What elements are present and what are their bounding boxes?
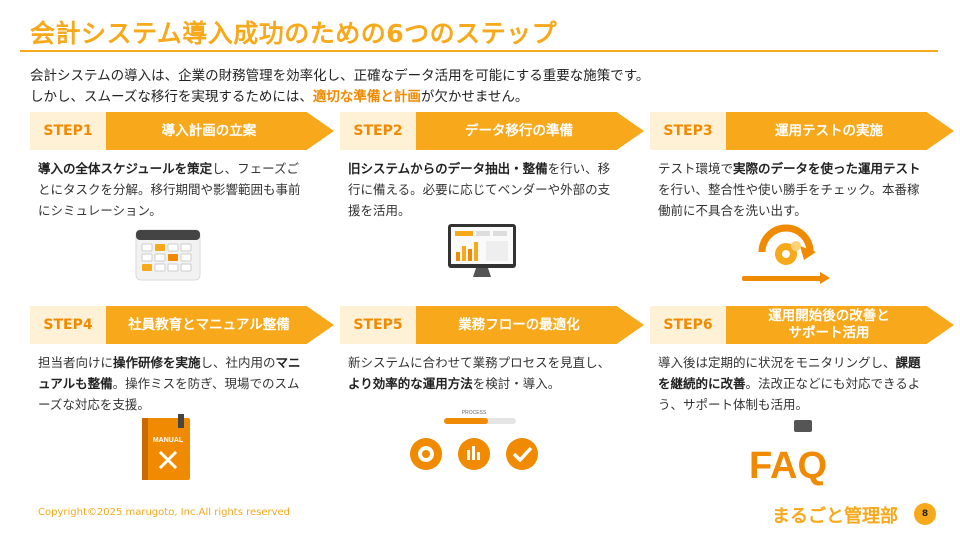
manual-label: MANUAL bbox=[153, 437, 184, 444]
step-tag: STEP3 bbox=[650, 112, 726, 150]
faq-label: FAQ bbox=[749, 445, 827, 487]
step-card-4: STEP4 社員教育とマニュアル整備 担当者向けに操作研修を実施し、社内用のマニ… bbox=[30, 306, 334, 412]
desc-segment: し、社内用の bbox=[200, 355, 276, 370]
step-description: 導入後は定期的に状況をモニタリングし、課題を継続的に改善。法改正などにも対応でき… bbox=[658, 352, 930, 415]
gear-cycle-icon bbox=[742, 224, 830, 284]
desc-segment: 課題を継続的に改善 bbox=[658, 355, 921, 391]
step-description: 新システムに合わせて業務プロセスを見直し、より効率的な運用方法を検討・導入。 bbox=[348, 352, 620, 394]
intro-line-1: 会計システムの導入は、企業の財務管理を効率化し、正確なデータ活用を可能にする重要… bbox=[30, 68, 650, 84]
desc-segment: 。法改正などにも対応できるよう、サポート体制も活用。 bbox=[658, 376, 921, 412]
desc-segment: 旧システムからのデータ抽出・整備 bbox=[348, 161, 548, 176]
step-banner: STEP3 運用テストの実施 bbox=[650, 112, 954, 150]
step-description: 導入の全体スケジュールを策定し、フェーズごとにタスクを分解。移行期間や影響範囲も… bbox=[38, 158, 310, 221]
intro-line-2-pre: しかし、スムーズな移行を実現するためには、 bbox=[30, 89, 313, 105]
step-title: データ移行の準備 bbox=[416, 112, 644, 150]
page-number: 8 bbox=[914, 503, 936, 525]
desc-segment: マニュアルも整備 bbox=[38, 355, 301, 391]
step-banner: STEP1 導入計画の立案 bbox=[30, 112, 334, 150]
step-tag: STEP4 bbox=[30, 306, 106, 344]
desc-segment: を行い、整合性や使い勝手をチェック。本番稼働前に不具合を洗い出す。 bbox=[658, 182, 920, 218]
calendar-icon bbox=[135, 229, 201, 281]
step-card-5: STEP5 業務フローの最適化 新システムに合わせて業務プロセスを見直し、より効… bbox=[340, 306, 644, 391]
step-title: 運用テストの実施 bbox=[726, 112, 954, 150]
step-description: 担当者向けに操作研修を実施し、社内用のマニュアルも整備。操作ミスを防ぎ、現場での… bbox=[38, 352, 310, 415]
desc-segment: 実際のデータを使った運用テスト bbox=[733, 161, 921, 176]
monitor-dashboard-icon bbox=[448, 224, 516, 277]
step-card-3: STEP3 運用テストの実施 テスト環境で実際のデータを使った運用テストを行い、… bbox=[650, 112, 954, 218]
process-label: PROCESS bbox=[462, 410, 487, 416]
desc-segment: 操作研修を実施 bbox=[113, 355, 201, 370]
desc-segment: 新システムに合わせて業務プロセスを見直し、 bbox=[348, 355, 611, 370]
step-title: 導入計画の立案 bbox=[106, 112, 334, 150]
intro-highlight: 適切な準備と計画 bbox=[312, 89, 421, 105]
step-card-6: STEP6 運用開始後の改善とサポート活用 導入後は定期的に状況をモニタリングし… bbox=[650, 306, 954, 412]
step-tag: STEP1 bbox=[30, 112, 106, 150]
desc-segment: 担当者向けに bbox=[38, 355, 114, 370]
desc-segment: 。操作ミスを防ぎ、現場でのスムーズな対応を支援。 bbox=[38, 376, 300, 412]
step-description: 旧システムからのデータ抽出・整備を行い、移行に備える。必要に応じてベンダーや外部… bbox=[348, 158, 620, 221]
intro-line-2-post: が欠かせません。 bbox=[420, 89, 529, 105]
desc-segment: し、フェーズごとにタスクを分解。移行期間や影響範囲も事前にシミュレーション。 bbox=[38, 161, 301, 218]
intro-line-2: しかし、スムーズな移行を実現するためには、適切な準備と計画が欠かせません。 bbox=[30, 87, 649, 108]
process-gears-icon: PROCESS bbox=[410, 410, 538, 470]
desc-segment: より効率的な運用方法 bbox=[348, 376, 473, 391]
step-card-2: STEP2 データ移行の準備 旧システムからのデータ抽出・整備を行い、移行に備え… bbox=[340, 112, 644, 218]
desc-segment: 導入の全体スケジュールを策定 bbox=[38, 161, 213, 176]
step-title: 運用開始後の改善とサポート活用 bbox=[726, 306, 954, 344]
step-tag: STEP5 bbox=[340, 306, 416, 344]
step-tag: STEP2 bbox=[340, 112, 416, 150]
step-title: 社員教育とマニュアル整備 bbox=[106, 306, 334, 344]
desc-segment: を検討・導入。 bbox=[472, 376, 561, 391]
step-banner: STEP4 社員教育とマニュアル整備 bbox=[30, 306, 334, 344]
title-rule bbox=[20, 50, 938, 52]
copyright: Copyright©2025 marugoto, Inc.All rights … bbox=[38, 507, 291, 518]
desc-segment: 導入後は定期的に状況をモニタリングし、 bbox=[658, 355, 896, 370]
brand-logo: まるごと管理部 bbox=[772, 506, 898, 527]
manual-book-icon: MANUAL bbox=[142, 414, 190, 480]
step-card-1: STEP1 導入計画の立案 導入の全体スケジュールを策定し、フェーズごとにタスク… bbox=[30, 112, 334, 218]
step-title: 業務フローの最適化 bbox=[416, 306, 644, 344]
step-banner: STEP5 業務フローの最適化 bbox=[340, 306, 644, 344]
intro-text: 会計システムの導入は、企業の財務管理を効率化し、正確なデータ活用を可能にする重要… bbox=[30, 66, 649, 108]
step-banner: STEP2 データ移行の準備 bbox=[340, 112, 644, 150]
step-description: テスト環境で実際のデータを使った運用テストを行い、整合性や使い勝手をチェック。本… bbox=[658, 158, 930, 221]
step-banner: STEP6 運用開始後の改善とサポート活用 bbox=[650, 306, 954, 344]
desc-segment: を行い、移行に備える。必要に応じてベンダーや外部の支援を活用。 bbox=[348, 161, 611, 218]
step-tag: STEP6 bbox=[650, 306, 726, 344]
page-title: 会計システム導入成功のための6つのステップ bbox=[30, 19, 558, 48]
desc-segment: テスト環境で bbox=[658, 161, 734, 176]
faq-icon: FAQ bbox=[749, 420, 827, 487]
